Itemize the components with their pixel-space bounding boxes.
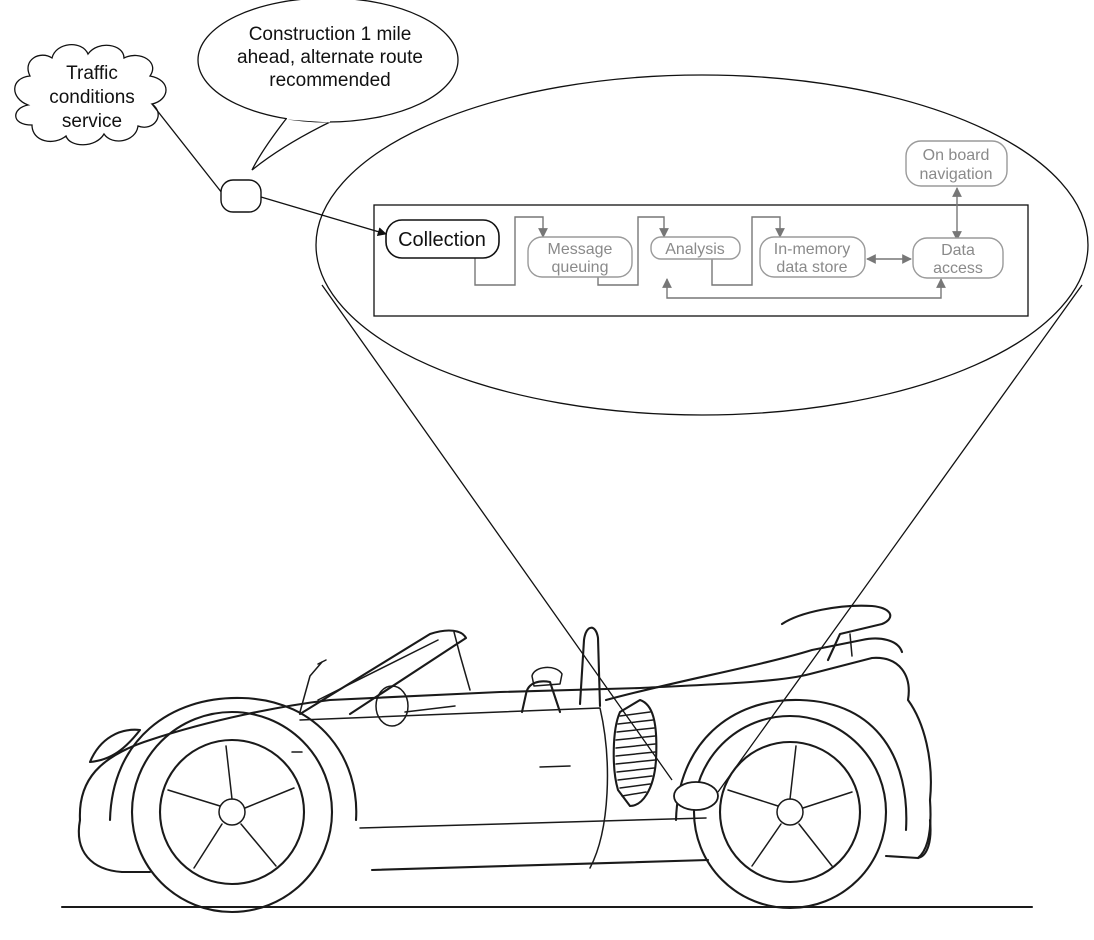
car-steering-wheel bbox=[375, 685, 409, 727]
collection-label: Collection bbox=[398, 229, 486, 251]
rear-wheel-arch bbox=[674, 698, 908, 832]
message-queuing-line1: Message bbox=[548, 241, 613, 258]
in-memory-store-line1: In-memory bbox=[774, 241, 850, 258]
speech-bubble-joint bbox=[286, 116, 331, 123]
component-in-memory-store: In-memory data store bbox=[759, 236, 866, 278]
front-hub bbox=[218, 798, 246, 826]
car-rear-bumper bbox=[884, 818, 932, 860]
cloud-to-device-link bbox=[151, 103, 223, 194]
front-spokes bbox=[167, 745, 295, 869]
car-rear-deck bbox=[604, 637, 904, 702]
front-wheel-arch bbox=[108, 696, 358, 822]
cloud-line2: conditions bbox=[49, 87, 135, 108]
data-access-box bbox=[912, 237, 1004, 279]
zoom-cone-right bbox=[717, 284, 1083, 793]
car-mirror bbox=[317, 659, 327, 665]
transmitter-device bbox=[220, 179, 262, 213]
car-windshield-inner bbox=[317, 639, 439, 701]
car-antenna-base bbox=[299, 661, 323, 713]
car-dash bbox=[404, 705, 456, 713]
traffic-service-cloud: Traffic conditions service bbox=[14, 44, 167, 146]
speech-bubble-line2: ahead, alternate route bbox=[237, 47, 423, 68]
cloud-shape bbox=[14, 44, 167, 146]
car-a-pillar bbox=[453, 631, 471, 691]
speech-bubble-line3: recommended bbox=[269, 70, 390, 91]
on-board-navigation-line1: On board bbox=[923, 147, 990, 164]
car-headlight bbox=[88, 728, 142, 764]
on-board-navigation-box bbox=[905, 140, 1008, 187]
device-to-collection-arrow bbox=[260, 196, 387, 237]
analysis-label: Analysis bbox=[665, 241, 725, 258]
car-illustration bbox=[60, 604, 1034, 914]
car-side-crease bbox=[359, 817, 707, 829]
component-collection: Collection bbox=[385, 219, 500, 259]
car-air-intake-slats bbox=[615, 711, 656, 797]
car-sill bbox=[370, 858, 710, 872]
collection-box bbox=[385, 219, 500, 259]
cloud-line3: service bbox=[62, 111, 122, 132]
car-door bbox=[299, 707, 609, 869]
component-data-access: Data access bbox=[912, 237, 1004, 279]
rear-tire bbox=[692, 714, 888, 910]
front-tire bbox=[130, 710, 334, 914]
car-headrest bbox=[531, 666, 563, 687]
component-on-board-navigation: On board navigation bbox=[905, 140, 1008, 187]
speech-bubble-line1: Construction 1 mile bbox=[249, 24, 412, 45]
car-door-handle bbox=[539, 765, 571, 768]
data-access-line2: access bbox=[933, 260, 983, 277]
car-spoiler bbox=[780, 604, 892, 662]
car-seat-front bbox=[520, 680, 562, 714]
car-front-bumper bbox=[77, 818, 124, 874]
message-queuing-box bbox=[527, 236, 633, 278]
cloud-line1: Traffic bbox=[66, 63, 118, 84]
on-board-navigation-line2: navigation bbox=[920, 166, 993, 183]
message-queuing-line2: queuing bbox=[552, 259, 609, 276]
rear-rim bbox=[718, 740, 862, 884]
connector-collection-to-queuing bbox=[474, 216, 548, 286]
car-windshield bbox=[298, 629, 468, 716]
car-seat-back bbox=[578, 626, 602, 708]
car-fuel-cap bbox=[673, 781, 719, 811]
speech-bubble: Construction 1 mile ahead, alternate rou… bbox=[197, 0, 459, 171]
in-memory-store-line2: data store bbox=[776, 259, 847, 276]
connector-queuing-to-analysis bbox=[597, 216, 669, 286]
analysis-box bbox=[650, 236, 741, 260]
car-body-top bbox=[78, 656, 932, 860]
car-air-intake bbox=[612, 698, 658, 808]
rear-hub bbox=[776, 798, 804, 826]
pipeline-connectors bbox=[474, 187, 962, 299]
component-message-queuing: Message queuing bbox=[527, 236, 633, 278]
connector-analysis-data-access bbox=[662, 278, 946, 299]
car-spoiler-leg bbox=[849, 633, 853, 657]
data-access-line1: Data bbox=[941, 242, 975, 259]
front-rim bbox=[158, 738, 306, 886]
rear-spokes bbox=[727, 745, 853, 867]
component-analysis: Analysis bbox=[650, 236, 741, 260]
in-memory-store-box bbox=[759, 236, 866, 278]
speech-bubble-tail bbox=[251, 118, 331, 171]
